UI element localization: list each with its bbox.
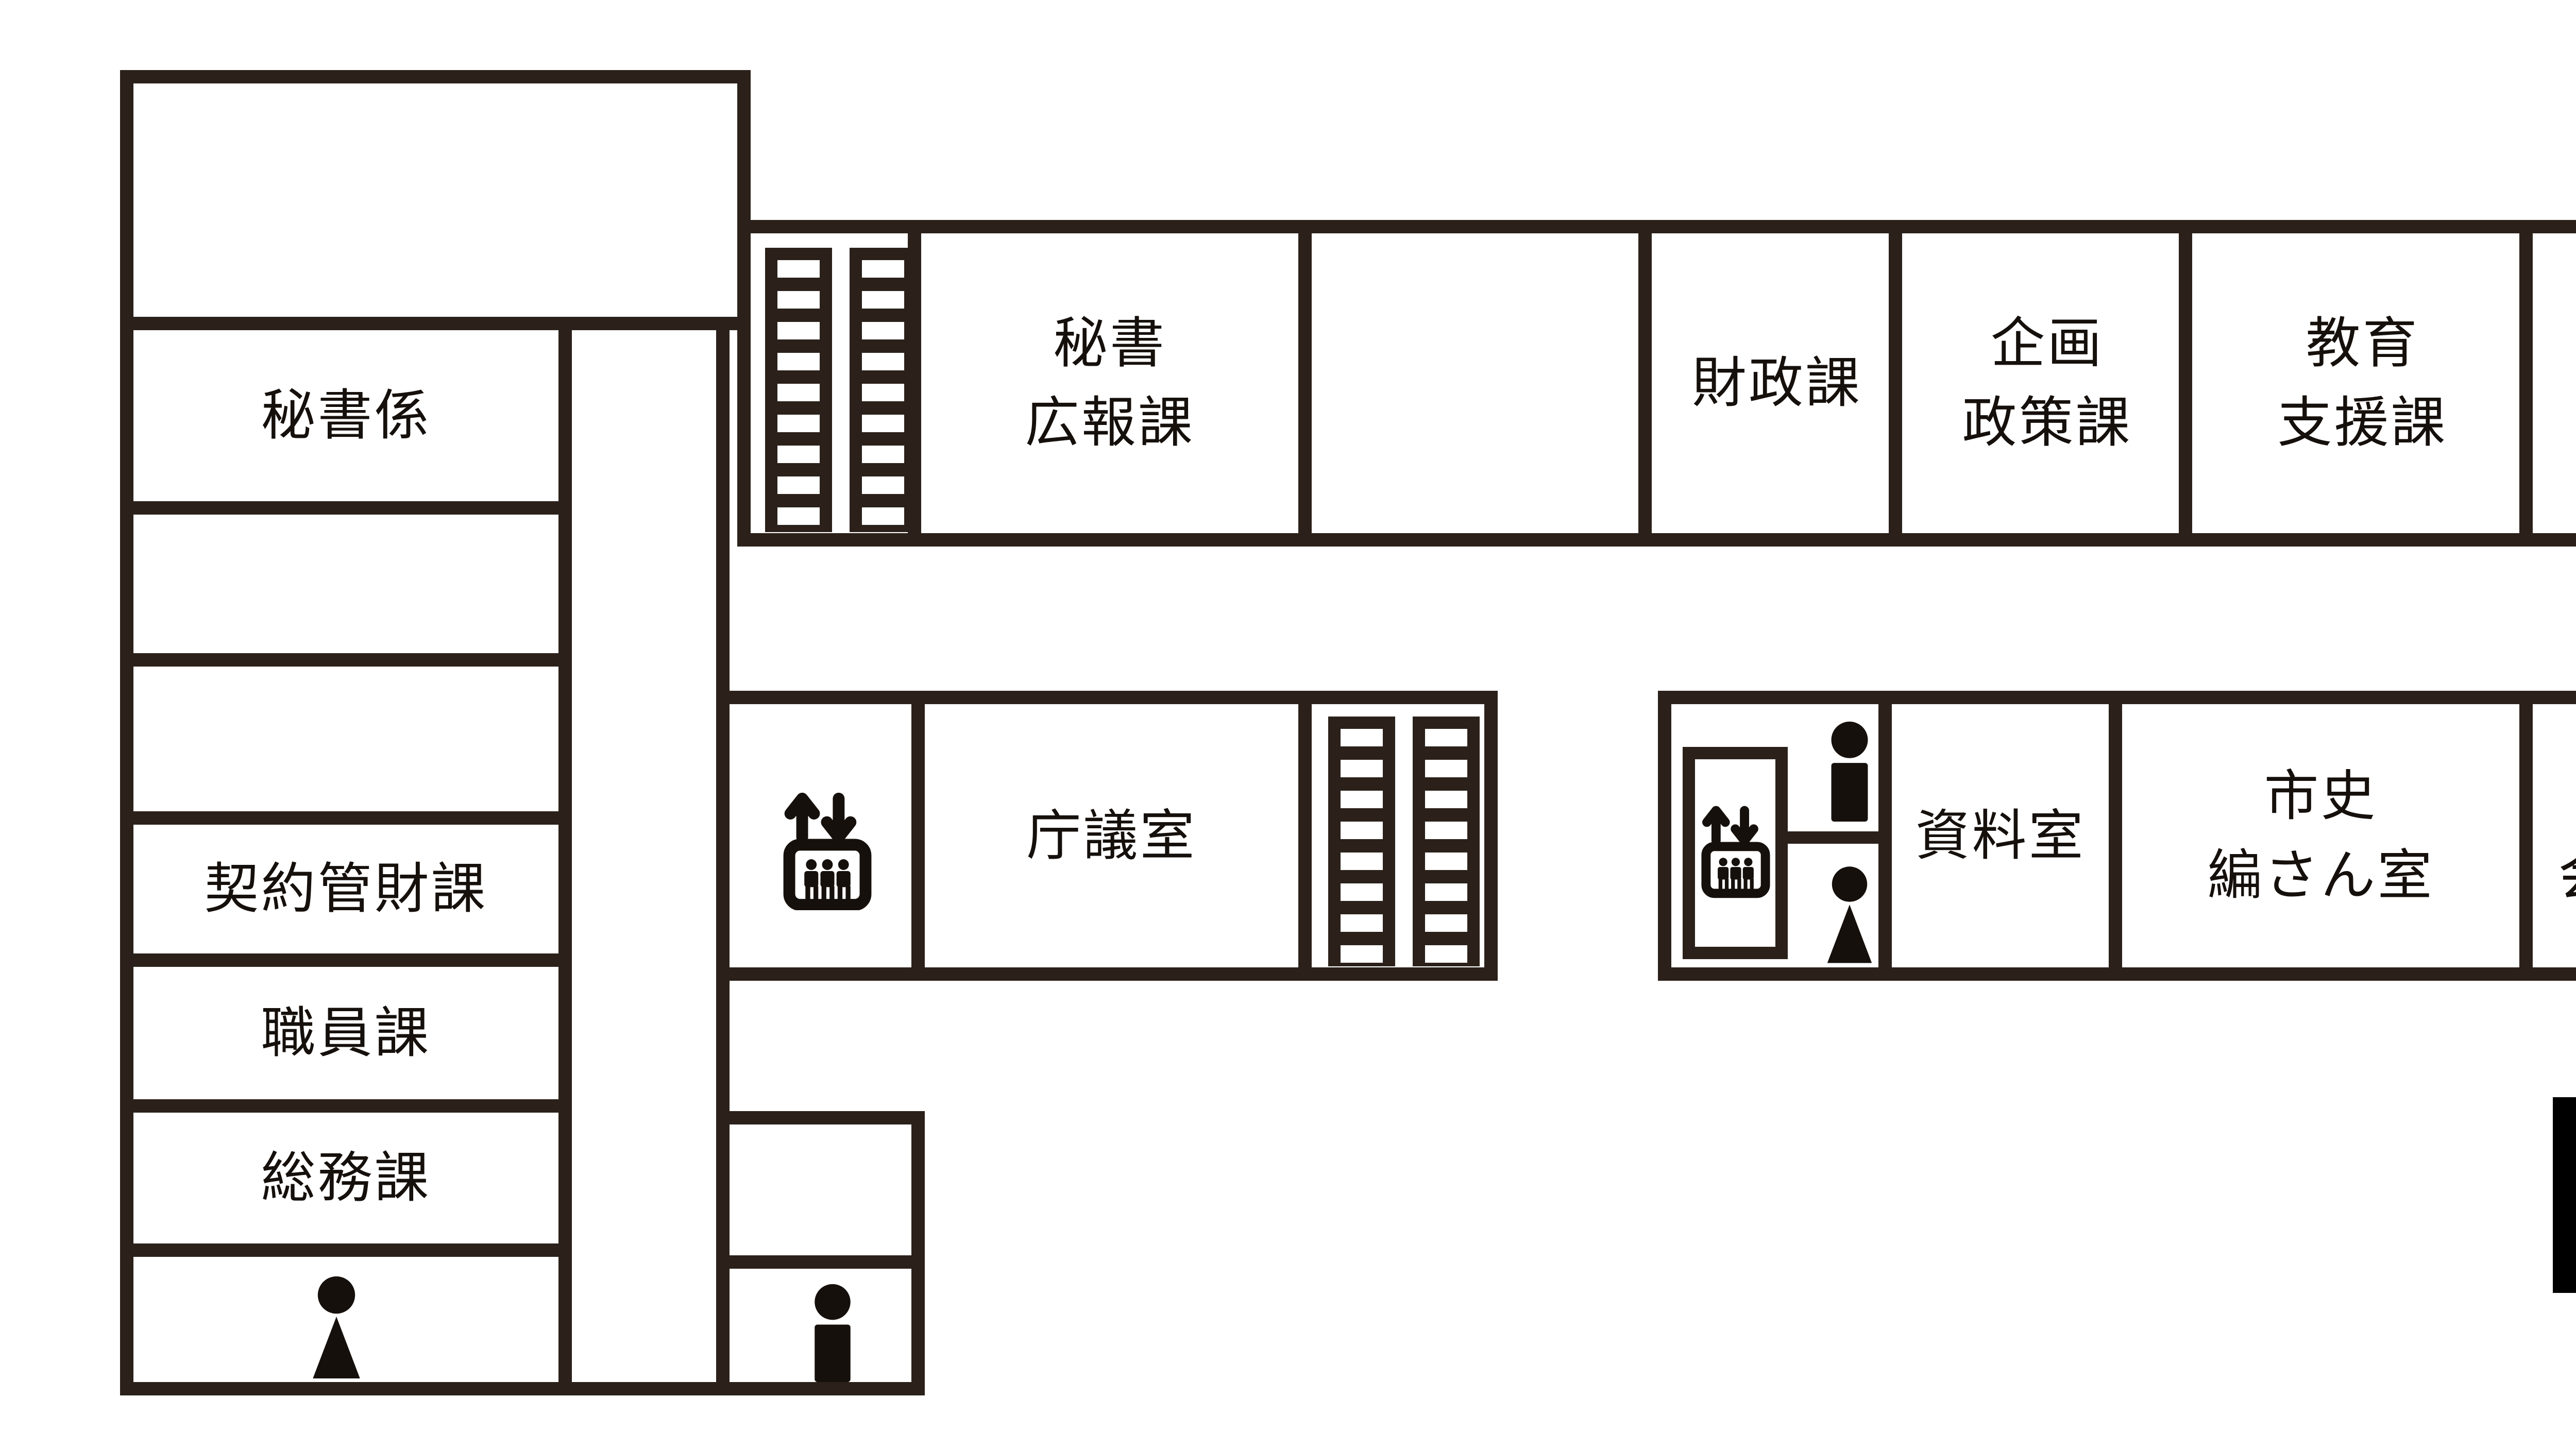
room-label-keiyaku-kanzai: 契約管財課 (204, 857, 488, 921)
room-stairwell-center (1298, 691, 1498, 981)
room-hisho-koho-ka: 秘書 広報課 (908, 220, 1312, 547)
room-label-shiryo-shitsu: 資料室 (1915, 804, 2086, 867)
ladder-left (1328, 717, 1395, 966)
room-label-kaigi-302: 302 会議室 (2558, 757, 2576, 915)
room-somu-ka: 総務課 (120, 1099, 572, 1257)
room-label-kikaku-seisaku-ka: 企画 政策課 (1962, 312, 2132, 454)
room-label-shishi-hensan-shitsu: 市史 編さん室 (2207, 764, 2434, 907)
ladder-left (765, 248, 832, 532)
female-person-icon (313, 1276, 360, 1378)
room-toilet-west (120, 1243, 572, 1395)
room-kyoiku-shien-ka: 教育 支援課 (2179, 220, 2546, 547)
room-label-zaisei-ka: 財政課 (1692, 351, 1862, 415)
room-kikaku-seisaku-ka: 企画 政策課 (1889, 220, 2206, 547)
room-left-empty-upper (120, 501, 572, 667)
male-person-icon (1831, 721, 1868, 822)
room-shokuin-ka: 職員課 (120, 953, 572, 1113)
room-bottom-middle-empty (716, 1111, 925, 1269)
room-hisho-gakari: 秘書係 (120, 317, 572, 515)
room-shishi-hensan-shitsu: 市史 編さん室 (2109, 691, 2533, 981)
elevator-icon (1701, 806, 1770, 898)
room-top-left-large (120, 70, 751, 330)
female-person-icon (1827, 866, 1872, 963)
room-label-somu-ka: 総務課 (261, 1146, 431, 1210)
room-elevator-hall-west (716, 691, 925, 981)
outer-wall-bottom-gap (558, 1382, 730, 1395)
room-kaigi-302: 302 会議室 (2519, 691, 2576, 981)
room-shiryo-shitsu: 資料室 (1878, 691, 2122, 981)
male-person-icon (815, 1284, 851, 1382)
room-chogi-shitsu: 庁議室 (911, 691, 1312, 981)
room-stairwell-north (737, 220, 921, 547)
room-label-hisho-koho-ka: 秘書 広報課 (1025, 312, 1195, 454)
room-zaisei-ka: 財政課 (1638, 220, 1916, 547)
room-label-chogi-shitsu: 庁議室 (1026, 804, 1197, 867)
ladder-right (1413, 717, 1480, 966)
ladder-right (850, 248, 917, 532)
room-label-kyoiku-shien-ka: 教育 支援課 (2277, 312, 2448, 454)
wc-divider-wall (1786, 831, 1879, 844)
stairs-icon (765, 248, 917, 532)
room-label-shokuin-ka: 職員課 (261, 1001, 431, 1065)
room-left-empty-lower (120, 653, 572, 825)
room-elevator-shaft-center (1683, 747, 1788, 959)
room-toilet-south (716, 1255, 925, 1395)
elevator-icon (783, 792, 872, 910)
stairs-icon (1328, 717, 1480, 966)
room-keiyaku-kanzai: 契約管財課 (120, 811, 572, 967)
room-shogai-gakushu-somu-ka: 生涯学習 総務課 (2519, 220, 2576, 547)
room-top-empty-middle (1298, 220, 1665, 547)
room-label-hisho-gakari: 秘書係 (261, 384, 431, 448)
floor-badge: 3階 (2553, 1097, 2576, 1293)
